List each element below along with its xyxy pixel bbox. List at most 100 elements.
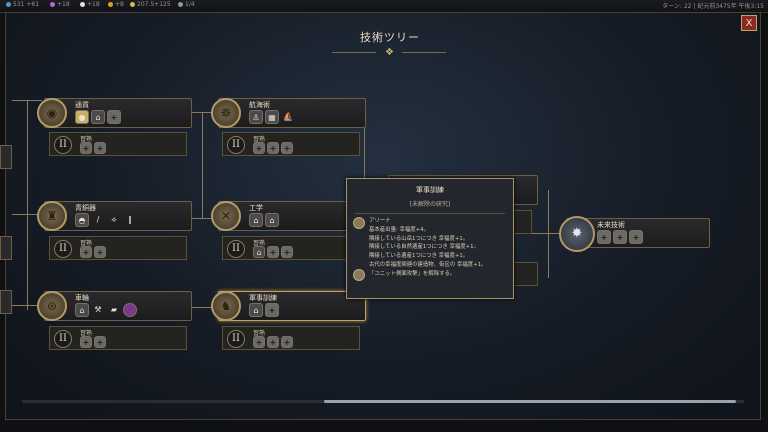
title-divider [402,52,446,53]
plus-icon[interactable]: + [281,336,293,348]
plus-icon[interactable]: + [613,230,627,244]
plus-icon[interactable]: + [281,142,293,154]
tech-name: 工学 [249,204,263,212]
tech-node-navigation[interactable]: ☸ 航海術 ♙ ▦ ⛵ [211,98,366,128]
tech-name: 航海術 [249,101,270,109]
mastery-level: II [54,240,72,258]
title-bar: 技術ツリー ❖ [326,21,454,58]
connector-line [514,233,560,234]
tech-node-military-training[interactable]: ♞ 軍事訓練 ⌂ + [211,291,366,321]
ability-icon [353,268,365,281]
connector-line [12,214,42,215]
offscreen-node-stub[interactable] [0,236,12,260]
spear-icon[interactable]: / [96,215,100,224]
tech-node-currency[interactable]: ◉ 通貨 ● ⌂ + [37,98,192,128]
tech-name: 通貨 [75,101,89,109]
plus-icon[interactable]: + [597,230,611,244]
resource-gold[interactable]: 207.5+125 [130,1,171,8]
coin-icon[interactable]: ● [75,110,89,124]
building-icon[interactable]: ⌂ [249,303,263,317]
plus-icon[interactable]: + [253,142,265,154]
gem-icon[interactable] [123,303,137,317]
turn-info: ターン: 22 | 紀元前3475年 午後3:15 [662,3,764,10]
plus-icon[interactable]: + [267,336,279,348]
tooltip-unlock-ability: 「ユニット側面攻撃」を解除する。 [347,268,513,281]
soldier-icon: ♞ [211,291,241,321]
plus-icon[interactable]: + [265,303,279,317]
connector-line [12,305,42,306]
resource-faith[interactable]: +18 [80,1,100,8]
mastery-level: II [227,136,245,154]
building-icon[interactable]: ⌂ [265,213,279,227]
mastery-node[interactable]: II 習熟 +++ [222,326,360,350]
cart-icon[interactable]: ▰ [110,305,118,314]
harbor-icon[interactable]: ▦ [265,110,279,124]
page-title: 技術ツリー [360,31,420,44]
tooltip-effect: 隣接している自然遺産1つにつき 幸福度+1。 [369,244,479,251]
tech-name: 軍事訓練 [249,294,277,302]
mastery-label: 習熟 [253,330,266,337]
arena-icon[interactable]: ⌂ [75,303,89,317]
tooltip-status: [未解除の研究] [409,201,451,208]
title-divider [332,52,376,53]
plus-icon[interactable]: + [94,142,106,154]
plus-icon[interactable]: + [281,246,293,258]
bow-icon[interactable]: ⟡ [111,215,117,224]
mastery-label: 習熟 [80,330,93,337]
tech-node-wheel[interactable]: ⊛ 車輪 ⌂ ⚒ ▰ [37,291,192,321]
plus-icon[interactable]: + [94,336,106,348]
offscreen-node-stub[interactable] [0,145,12,169]
building-icon[interactable]: ⌂ [249,213,263,227]
connector-line [202,112,203,218]
pick-icon[interactable]: ⚒ [94,305,102,314]
tooltip-divider [355,213,505,214]
ornament-icon: ❖ [385,47,394,58]
person-icon[interactable]: ♙ [249,110,263,124]
plus-icon[interactable]: + [80,142,92,154]
horizontal-scrollbar[interactable] [22,400,744,403]
mastery-node[interactable]: II 習熟 ++ [49,236,187,260]
helmet-icon[interactable]: ◓ [75,213,89,227]
connector-line [192,112,216,113]
mastery-node[interactable]: II 習熟 ++ [49,132,187,156]
resource-happiness[interactable]: +8 [108,1,124,8]
building-icon[interactable]: ⌂ [91,110,105,124]
tooltip-unlock-building: アリーナ [347,217,513,229]
plus-icon[interactable]: + [80,246,92,258]
plus-icon[interactable]: + [267,142,279,154]
mastery-label: 習熟 [253,136,266,143]
building-icon[interactable]: ⌂ [253,246,265,258]
ship-icon[interactable]: ⛵ [283,112,293,121]
mastery-node[interactable]: II 習熟 ++ [49,326,187,350]
plus-icon[interactable]: + [629,230,643,244]
resource-science[interactable]: 531 +61 [6,1,39,8]
plus-icon[interactable]: + [80,336,92,348]
connector-line [548,190,549,278]
tech-node-engineering[interactable]: ✕ 工学 ⌂ ⌂ [211,201,366,231]
close-button[interactable]: X [741,15,757,31]
plus-icon[interactable]: + [94,246,106,258]
mastery-label: 習熟 [80,240,93,247]
tooltip-effect: 隣接している山岳1つにつき 幸福度+1。 [369,235,469,242]
mastery-label: 習熟 [253,240,266,247]
plus-icon[interactable]: + [107,110,121,124]
tooltip-effect: 基本産出量: 幸福度+4。 [369,226,429,233]
bars-icon[interactable]: ‖ [128,215,132,224]
tech-node-bronze[interactable]: ♜ 青銅器 ◓ / ⟡ ‖ [37,201,192,231]
wheel-icon: ⊛ [37,291,67,321]
mastery-node[interactable]: II 習熟 +++ [222,132,360,156]
tech-name: 青銅器 [75,204,96,212]
plus-icon[interactable]: + [267,246,279,258]
offscreen-node-stub[interactable] [0,290,12,314]
mastery-level: II [54,136,72,154]
mastery-node[interactable]: II 習熟 ⌂++ [222,236,360,260]
future-tech-icon: ✸ [559,216,595,252]
helmet-icon: ♜ [37,201,67,231]
compass-icon: ☸ [211,98,241,128]
tooltip-title: 軍事訓練 [416,186,444,194]
resource-culture[interactable]: +18 [50,1,70,8]
plus-icon[interactable]: + [253,336,265,348]
resource-population[interactable]: 1/4 [178,1,195,8]
mastery-label: 習熟 [80,136,93,143]
scrollbar-thumb[interactable] [324,400,736,403]
